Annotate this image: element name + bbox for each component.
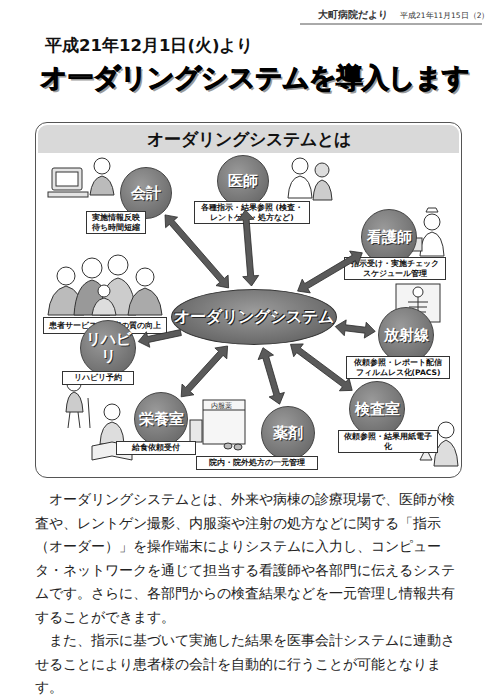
department-name: 薬剤 bbox=[262, 425, 314, 442]
rehab-illustration bbox=[66, 377, 90, 428]
double-arrow bbox=[291, 344, 353, 391]
department-circle: 放射線依頼参照・レポート配信 フィルムレス化(PACS) bbox=[378, 307, 434, 363]
department-name: リハビリ bbox=[81, 331, 135, 365]
department-circle: 栄養室給食依頼受付 bbox=[134, 392, 188, 446]
department-name: 医師 bbox=[218, 173, 268, 190]
system-name: オーダリングシステム bbox=[172, 307, 336, 328]
cashier-illustration bbox=[48, 158, 114, 197]
department-circle: 医師各種指示・結果参照 (検査・レントゲン・処方など) bbox=[217, 155, 269, 207]
page-title: オーダリングシステムを導入します bbox=[40, 60, 469, 96]
double-arrow bbox=[298, 251, 363, 293]
department-circle: 検査室依頼参照・結果用紙電子化 bbox=[349, 381, 405, 437]
doctor-illustration bbox=[288, 158, 332, 200]
department-function: 実施情報反映 待ち時間短縮 bbox=[86, 211, 146, 234]
department-function: 給食依頼受付 bbox=[116, 441, 196, 455]
body-text: オーダリングシステムとは、外来や病棟の診療現場で、医師が検査や、レントゲン撮影、… bbox=[35, 488, 467, 700]
department-circle: リハビリリハビリ予約 bbox=[80, 320, 136, 376]
department-name: 看護師 bbox=[362, 229, 416, 246]
double-arrow bbox=[335, 320, 375, 338]
body-paragraph: オーダリングシステムとは、外来や病棟の診療現場で、医師が検査や、レントゲン撮影、… bbox=[35, 488, 467, 629]
department-circle: 薬剤院内・院外処方の一元管理 bbox=[261, 406, 315, 460]
department-circle: 看護師指示受け・実施チェック スケジュール管理 bbox=[361, 209, 417, 265]
department-function: 依頼参照・レポート配信 フィルムレス化(PACS) bbox=[346, 356, 450, 379]
arrow bbox=[138, 330, 181, 348]
start-date: 平成21年12月1日(火)より bbox=[45, 35, 254, 57]
medicine-bag-label: 内服薬 bbox=[211, 401, 232, 411]
double-arrow bbox=[165, 215, 229, 288]
department-function: 指示受け・実施チェック スケジュール管理 bbox=[344, 257, 446, 280]
issue-date: 平成21年11月15日（2） bbox=[400, 11, 489, 21]
double-arrow bbox=[181, 346, 227, 397]
department-function: リハビリ予約 bbox=[62, 371, 134, 385]
department-name: 検査室 bbox=[350, 401, 404, 418]
department-name: 放射線 bbox=[379, 327, 433, 344]
medicine-illustration bbox=[190, 400, 245, 450]
newsletter-name: 大町病院だより bbox=[318, 8, 388, 22]
department-circle: 会計実施情報反映 待ち時間短縮 bbox=[120, 167, 172, 219]
double-arrow bbox=[238, 210, 259, 286]
department-name: 栄養室 bbox=[135, 411, 187, 428]
department-function: 依頼参照・結果用紙電子化 bbox=[338, 430, 438, 453]
department-name: 会計 bbox=[121, 185, 171, 202]
system-oval: オーダリングシステム bbox=[171, 289, 337, 345]
header-rule bbox=[300, 24, 482, 25]
department-function: 各種指示・結果参照 (検査・レントゲン・処方など) bbox=[194, 201, 310, 224]
body-paragraph: また、指示に基づいて実施した結果を医事会計システムに連動させることにより患者様の… bbox=[35, 629, 467, 700]
double-arrow bbox=[258, 348, 284, 405]
diagram-frame: オーダリングシステムとは会計実施情報反映 待ち時間短縮医師各種指示・結果参照 (… bbox=[35, 122, 462, 478]
frame-heading: オーダリングシステムとは bbox=[38, 125, 459, 153]
patients-illustration bbox=[48, 255, 162, 315]
department-function: 院内・院外処方の一元管理 bbox=[196, 456, 318, 470]
